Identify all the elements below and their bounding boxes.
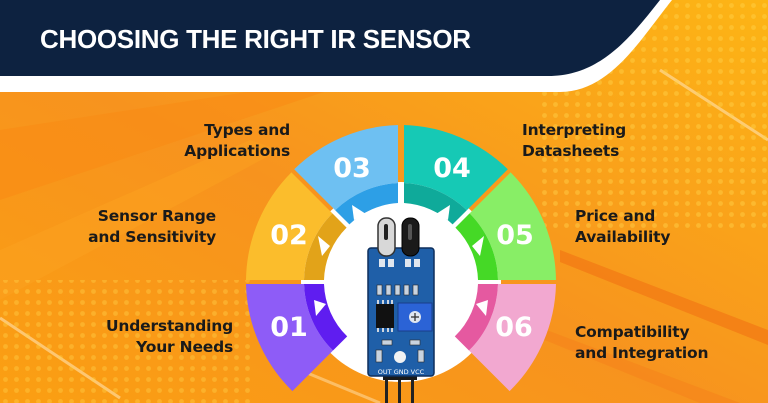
label-02-sensor-range: Sensor Range and Sensitivity — [88, 207, 216, 246]
segment-number-03: 03 — [333, 153, 371, 184]
segment-number-04: 04 — [433, 153, 471, 184]
segment-number-06: 06 — [495, 312, 533, 343]
label-06-compatibility-integration: Compatibility and Integration — [575, 323, 709, 362]
label-05-price-availability: Price and Availability — [575, 207, 671, 246]
comparator-chip — [376, 304, 394, 328]
ir-sensor-module: OUT GND VCC — [367, 217, 435, 403]
header-background — [0, 0, 660, 76]
label-01-understanding-needs: Understanding Your Needs — [106, 317, 233, 356]
segment-03: 03 — [294, 125, 398, 225]
segment-04: 04 — [404, 125, 508, 225]
label-03-types-applications: Types and Applications — [184, 121, 290, 160]
segment-number-02: 02 — [270, 220, 308, 251]
segment-number-01: 01 — [270, 312, 308, 343]
page-title: CHOOSING THE RIGHT IR SENSOR — [40, 24, 471, 54]
pin-labels: OUT GND VCC — [378, 368, 425, 376]
mounting-hole — [394, 351, 406, 363]
label-04-interpreting-datasheets: Interpreting Datasheets — [522, 121, 627, 160]
segment-number-05: 05 — [496, 220, 534, 251]
